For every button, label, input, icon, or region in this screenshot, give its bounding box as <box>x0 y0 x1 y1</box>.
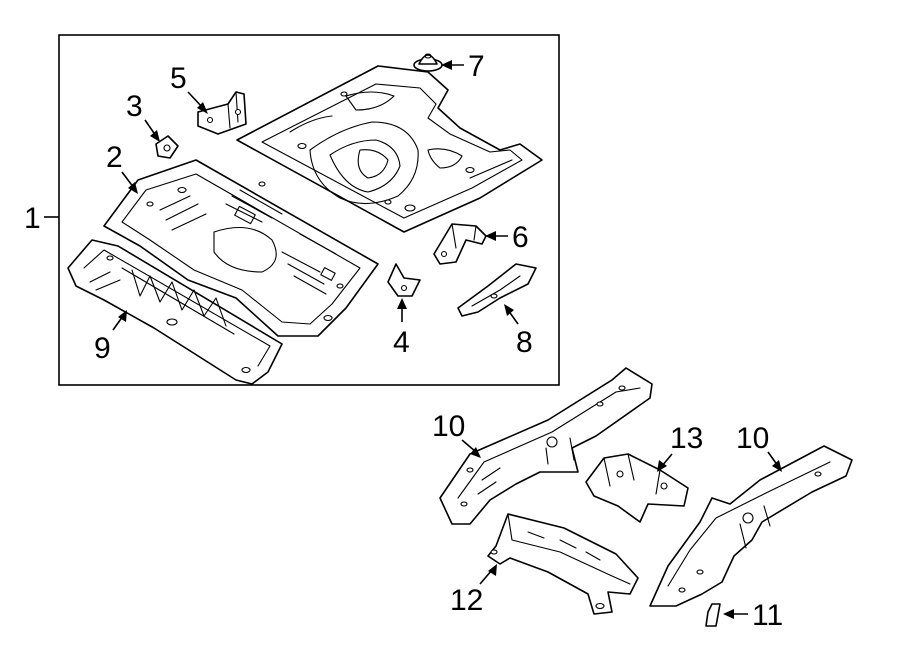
arrow-8 <box>504 304 514 316</box>
part-3-pad <box>155 135 179 159</box>
part-7-plug <box>413 53 443 72</box>
part-12-crossmember <box>487 513 639 615</box>
arrow-3 <box>150 130 160 142</box>
part-11-plate <box>705 603 721 627</box>
callout-6: 6 <box>512 221 529 254</box>
arrow-5 <box>197 102 208 114</box>
arrow-2 <box>128 182 138 194</box>
leader-12 <box>479 569 493 585</box>
callout-5: 5 <box>170 62 187 95</box>
callout-10b: 10 <box>736 422 769 455</box>
arrow-13 <box>657 460 667 472</box>
callout-12: 12 <box>450 584 483 617</box>
callout-9: 9 <box>94 332 111 365</box>
rear-floor-pan <box>236 65 543 233</box>
callout-3: 3 <box>126 90 143 123</box>
arrow-4 <box>397 298 407 309</box>
part-10-rail-right <box>649 445 853 607</box>
arrow-12 <box>488 564 497 576</box>
callout-2: 2 <box>106 141 123 174</box>
part-4-bracket <box>387 263 421 297</box>
arrow-6 <box>485 231 496 241</box>
callout-1: 1 <box>24 202 41 235</box>
part-10-rail-left <box>439 367 653 525</box>
arrow-11 <box>723 609 734 619</box>
part-13-bracket <box>585 453 689 523</box>
part-6-bracket <box>433 223 487 265</box>
callout-10a: 10 <box>432 410 465 443</box>
part-5-bracket <box>197 91 247 135</box>
callout-4: 4 <box>393 326 410 359</box>
callout-13: 13 <box>670 422 703 455</box>
callout-11: 11 <box>752 599 783 632</box>
arrow-7 <box>441 60 452 70</box>
arrow-9 <box>118 310 127 322</box>
part-2-floor-pan <box>103 159 379 337</box>
arrow-10b <box>772 460 782 472</box>
callout-7: 7 <box>468 50 485 83</box>
callout-8: 8 <box>516 326 533 359</box>
arrow-10a <box>470 447 481 458</box>
part-8-reinforcement <box>457 263 537 317</box>
assembly-frame <box>58 34 560 386</box>
part-9-cross-panel <box>67 239 283 385</box>
